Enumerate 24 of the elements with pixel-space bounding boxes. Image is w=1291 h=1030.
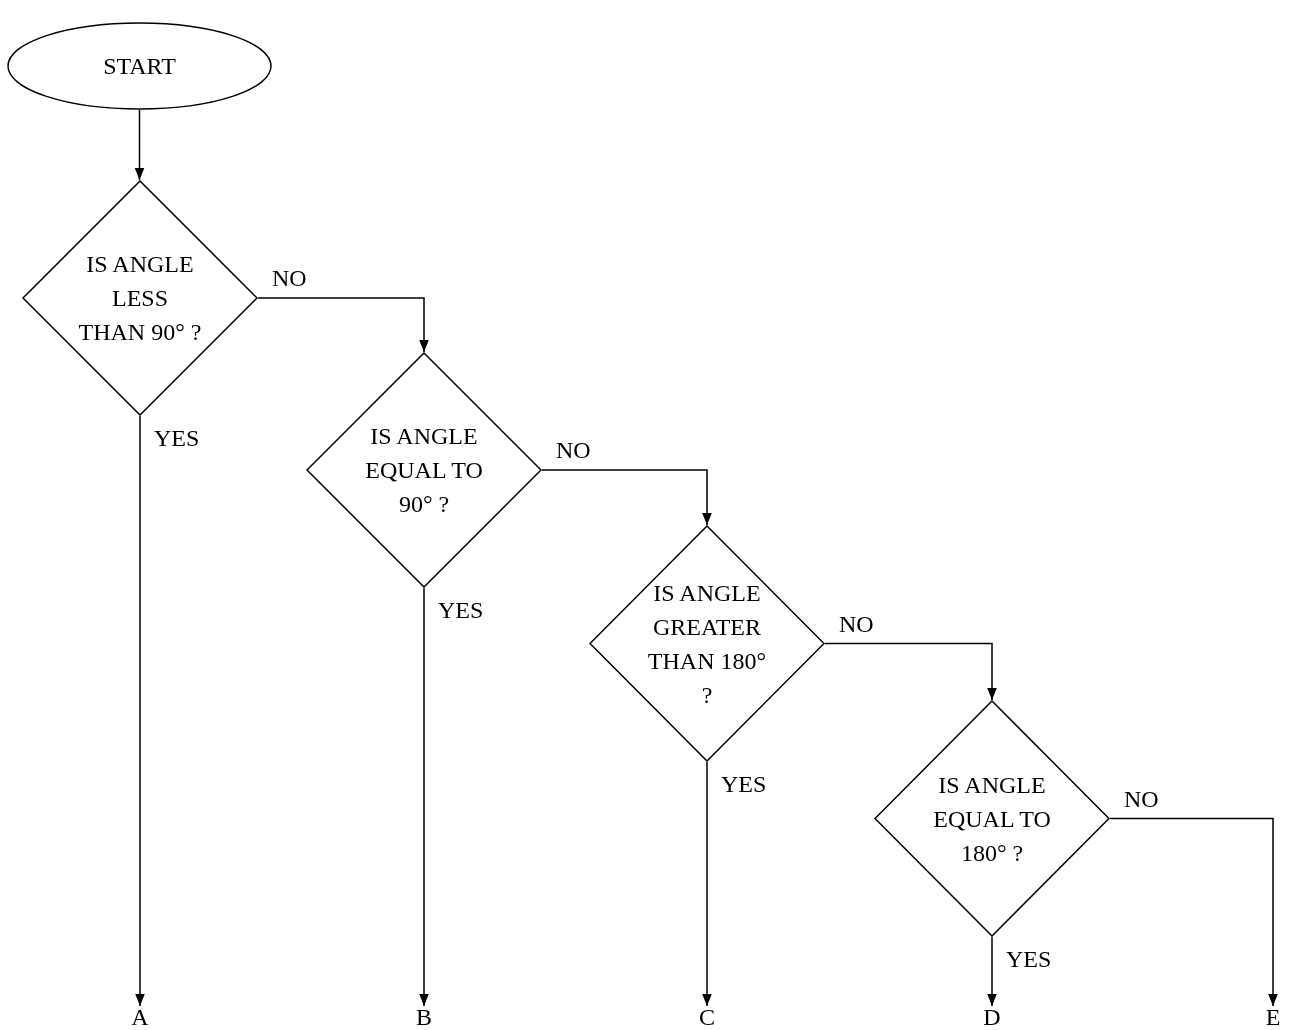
arrow (987, 936, 997, 1007)
arrow (134, 109, 145, 181)
arrow (257, 297, 429, 353)
node-text: IS ANGLE EQUAL TO 180° ? (932, 770, 1052, 868)
node-text: D (983, 1003, 1001, 1030)
arrow (1109, 817, 1278, 1007)
arrow (824, 642, 997, 701)
arrow (419, 587, 429, 1007)
node-text: IS ANGLE EQUAL TO 90° ? (364, 422, 484, 519)
node-text: START (103, 52, 176, 81)
decision-diamond (589, 525, 825, 762)
node-text: IS ANGLE GREATER THAN 180° ? (646, 578, 768, 710)
decision-diamond (306, 352, 542, 588)
node-text: IS ANGLE LESS THAN 90° ? (78, 250, 202, 347)
decision-diamond (22, 180, 258, 416)
arrow (541, 469, 712, 526)
arrow (702, 761, 712, 1007)
decision-diamond (874, 700, 1110, 937)
arrow (135, 415, 145, 1007)
node-text: C (699, 1003, 715, 1030)
start-ellipse (7, 22, 272, 110)
node-text: B (416, 1003, 432, 1030)
node-text: A (131, 1003, 149, 1030)
node-text: E (1265, 1003, 1281, 1030)
